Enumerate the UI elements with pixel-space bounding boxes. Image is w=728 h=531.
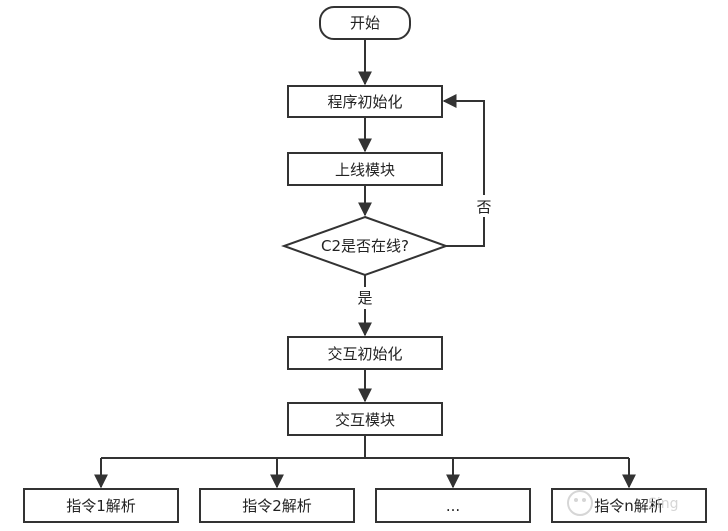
interact-init-node: 交互初始化 — [287, 336, 443, 370]
online-node: 上线模块 — [287, 152, 443, 186]
watermark-text: Sing — [648, 496, 679, 512]
cmdn-label: 指令n解析 — [594, 497, 664, 515]
init-node: 程序初始化 — [287, 85, 443, 118]
check-node: C2是否在线? — [281, 215, 449, 277]
cmd-more-node: ... — [375, 488, 531, 523]
cmd2-node: 指令2解析 — [199, 488, 355, 523]
cmd1-label: 指令1解析 — [66, 497, 136, 515]
online-label: 上线模块 — [335, 161, 395, 179]
cmd2-label: 指令2解析 — [242, 497, 312, 515]
edge-no-label: 否 — [476, 198, 491, 216]
interact-node: 交互模块 — [287, 402, 443, 436]
edge-yes-label: 是 — [357, 289, 372, 307]
interact-init-label: 交互初始化 — [327, 345, 402, 363]
start-label: 开始 — [350, 14, 380, 32]
cmd1-node: 指令1解析 — [23, 488, 179, 523]
start-node: 开始 — [319, 6, 411, 40]
check-label: C2是否在线? — [321, 237, 409, 255]
interact-label: 交互模块 — [335, 411, 395, 429]
cmdn-node: 指令n解析 — [551, 488, 707, 523]
init-label: 程序初始化 — [327, 93, 402, 111]
watermark-icon — [567, 490, 593, 516]
watermark: Sing — [567, 490, 679, 516]
edge-check-no — [442, 94, 485, 247]
cmd-more-label: ... — [446, 497, 460, 515]
